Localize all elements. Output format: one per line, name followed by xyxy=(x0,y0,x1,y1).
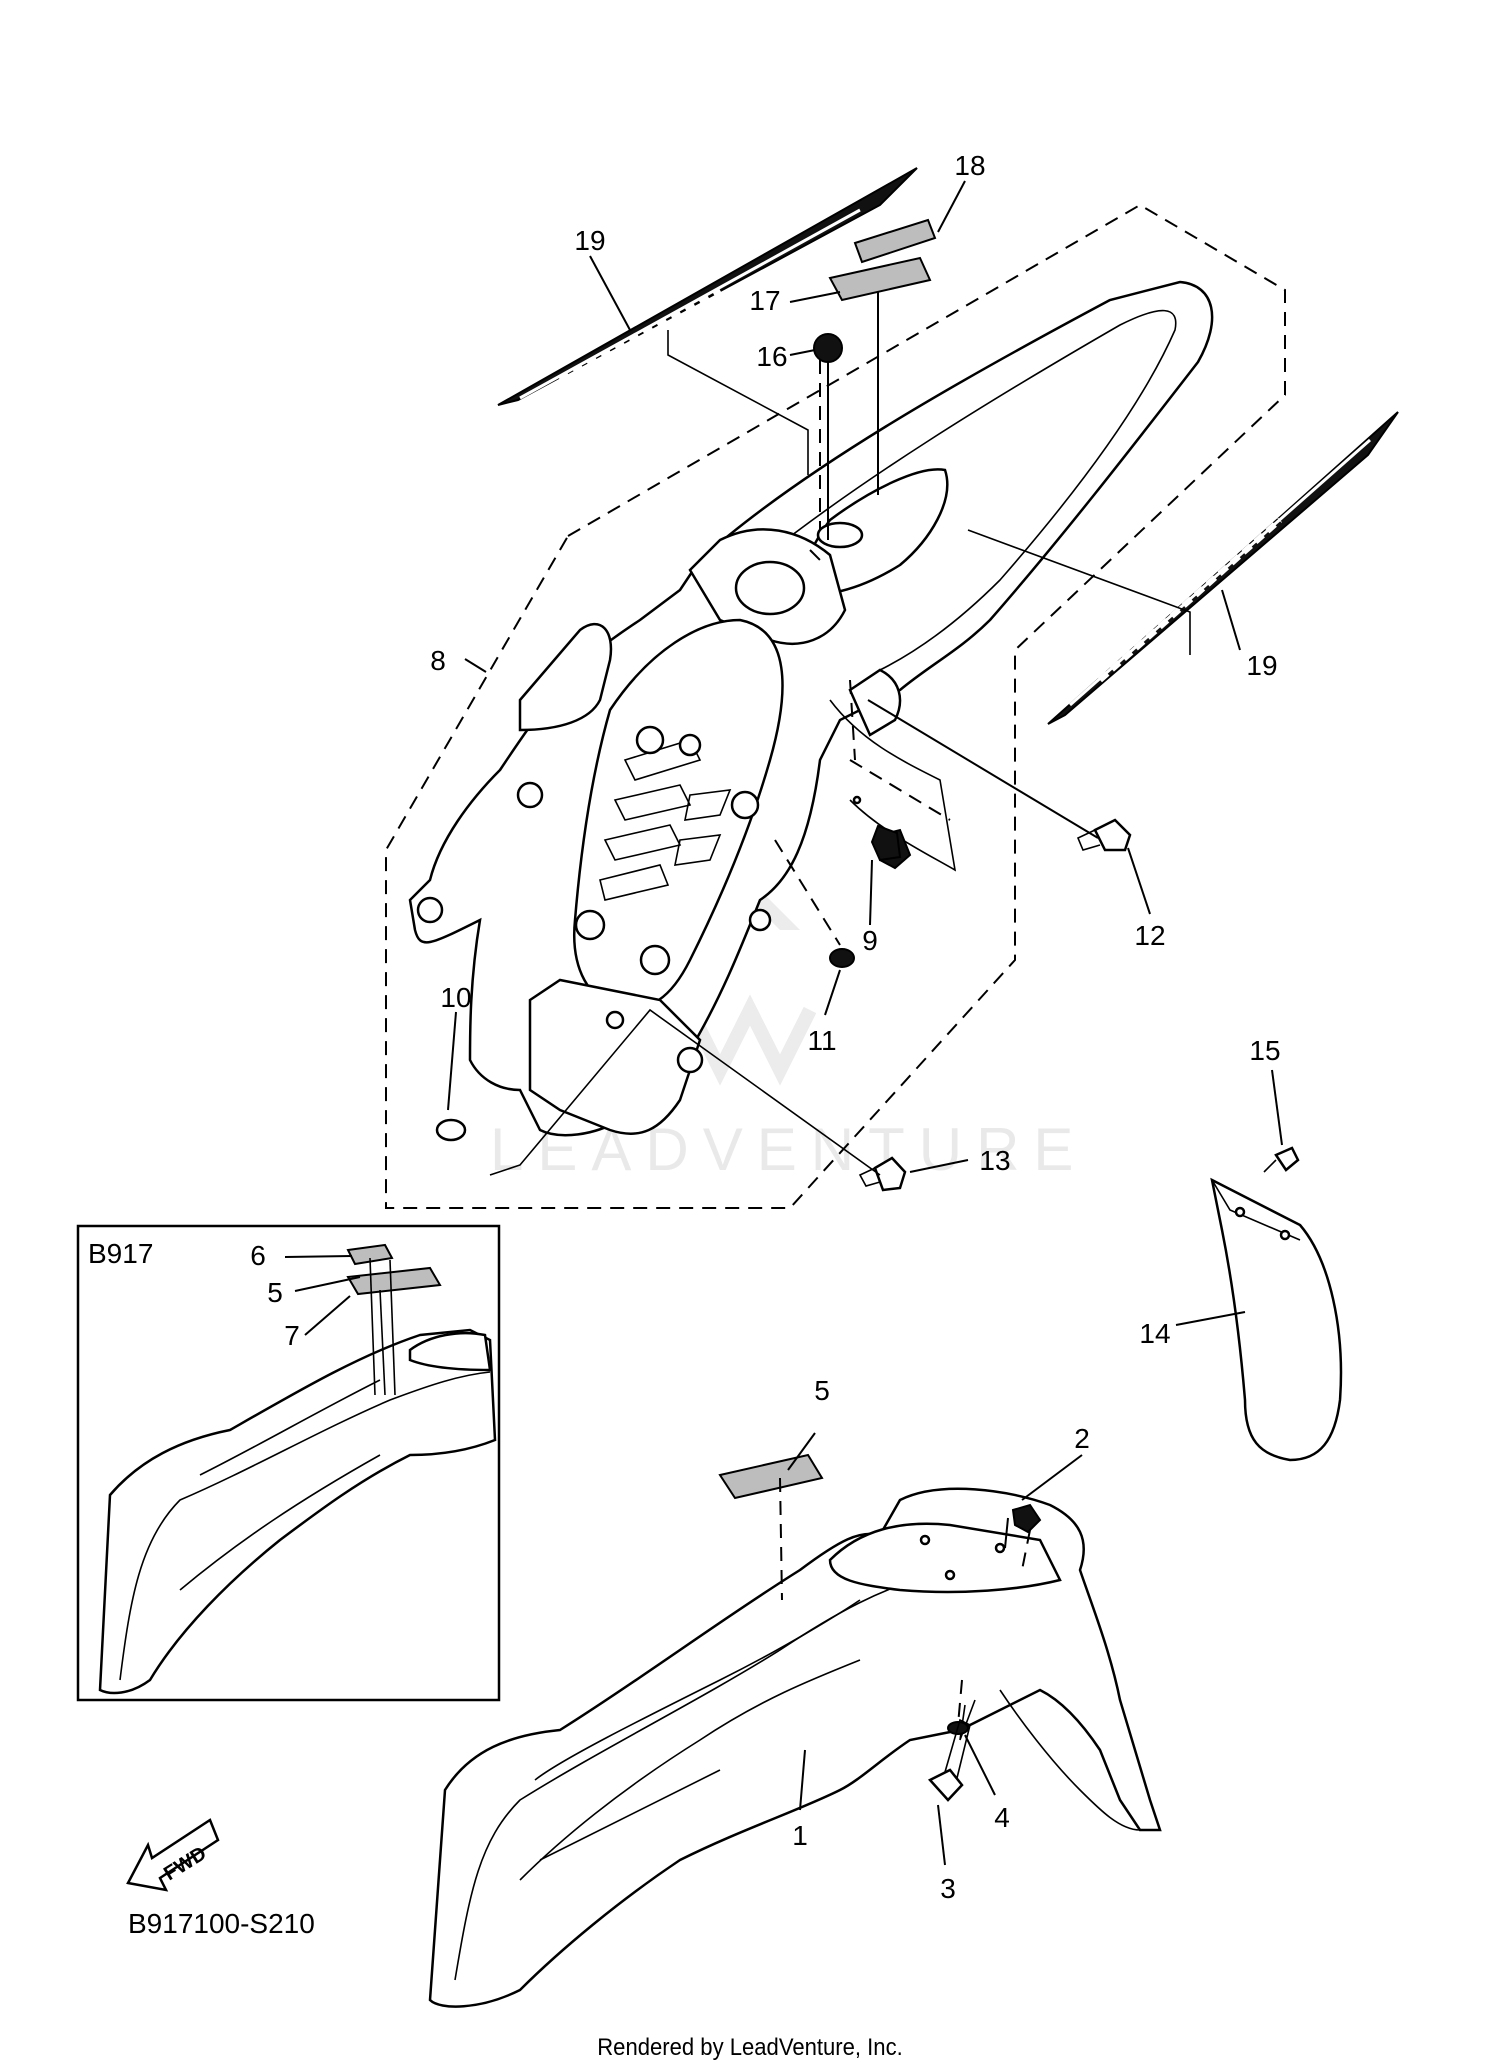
callout-2: 2 xyxy=(1074,1423,1090,1454)
callout-9: 9 xyxy=(862,925,878,956)
callout-6: 6 xyxy=(250,1240,266,1271)
pad-17 xyxy=(828,256,932,302)
callout-14: 14 xyxy=(1139,1318,1170,1349)
callout-12: 12 xyxy=(1134,920,1165,951)
bolt-13 xyxy=(858,1156,907,1192)
callout-19-lower: 19 xyxy=(1246,650,1277,681)
nut-9 xyxy=(870,824,902,862)
fwd-arrow-icon: FWD xyxy=(126,1818,220,1892)
callout-18: 18 xyxy=(954,150,985,181)
pad-5 xyxy=(718,1453,824,1500)
callout-16: 16 xyxy=(756,341,787,372)
callout-11: 11 xyxy=(807,1025,836,1056)
callout-5-inset: 5 xyxy=(267,1277,283,1308)
nut-2 xyxy=(1011,1503,1042,1534)
inset-b917 xyxy=(76,1224,501,1702)
dashed-boundaries xyxy=(385,203,1286,1726)
callout-1: 1 xyxy=(792,1820,808,1851)
callout-7: 7 xyxy=(284,1320,300,1351)
pad-18 xyxy=(853,218,937,264)
callout-5-front: 5 xyxy=(814,1375,830,1406)
bolt-12 xyxy=(1076,818,1132,852)
front-fender xyxy=(428,1487,1162,2008)
callout-8: 8 xyxy=(430,645,446,676)
washer-10 xyxy=(435,1118,467,1142)
grommet-16 xyxy=(813,333,843,363)
screw-15 xyxy=(1274,1146,1300,1172)
rear-fender xyxy=(408,280,1214,1137)
diagram-code: B917100-S210 xyxy=(128,1908,315,1939)
callouts: 1 2 3 4 5 5 6 7 8 9 10 11 12 13 14 15 16… xyxy=(250,150,1280,1904)
callout-15: 15 xyxy=(1249,1035,1280,1066)
callout-10: 10 xyxy=(440,982,471,1013)
leader-lines xyxy=(284,180,1283,1866)
decal-19-upper xyxy=(497,167,918,406)
callout-17: 17 xyxy=(749,285,780,316)
decal-19-lower xyxy=(1047,411,1399,725)
callout-13: 13 xyxy=(979,1145,1010,1176)
callout-3: 3 xyxy=(940,1873,956,1904)
guide-lines xyxy=(489,291,1191,1549)
rear-flap xyxy=(1210,1177,1343,1462)
footer-credit: Rendered by LeadVenture, Inc. xyxy=(597,2033,902,2060)
grommet-11 xyxy=(829,948,855,968)
inset-label: B917 xyxy=(88,1238,153,1269)
callout-19-upper: 19 xyxy=(574,225,605,256)
callout-4: 4 xyxy=(994,1802,1010,1833)
bolt-3 xyxy=(927,1718,971,1802)
